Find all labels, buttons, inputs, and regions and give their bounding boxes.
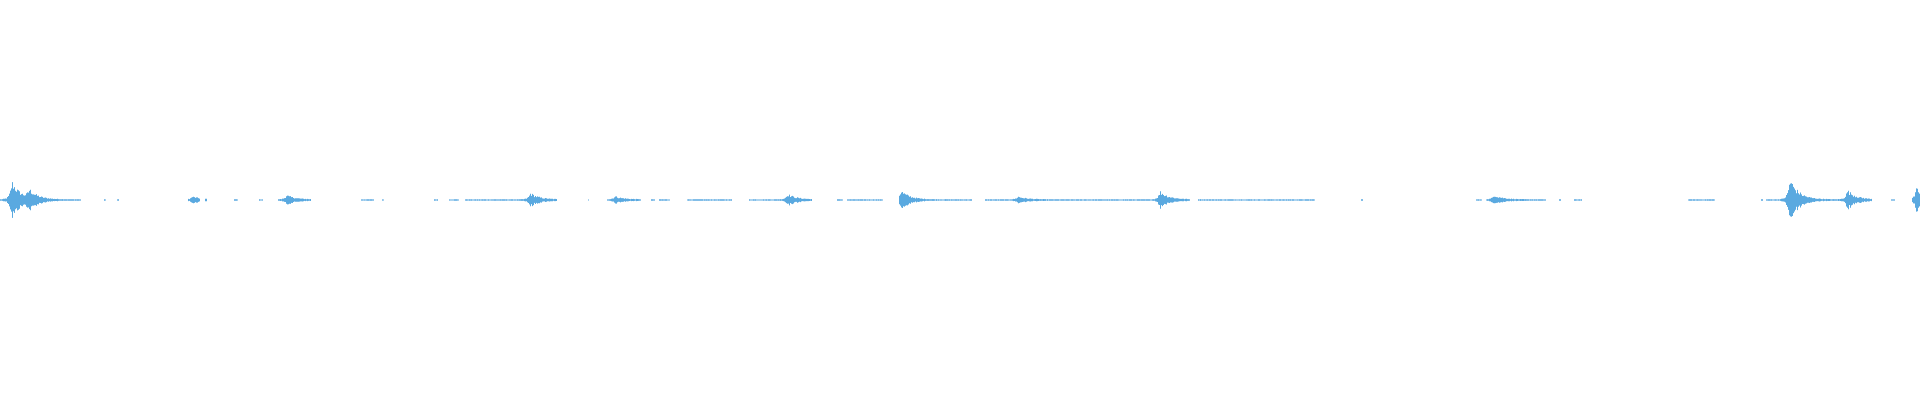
waveform-segment [607, 196, 641, 204]
waveform-segment [1761, 199, 1763, 201]
waveform-segment [899, 192, 972, 208]
waveform-segment [1891, 199, 1895, 201]
waveform-segment [651, 199, 655, 201]
waveform-segment [205, 198, 207, 202]
waveform-segment [659, 199, 670, 201]
waveform-segment [687, 199, 732, 201]
waveform-segment [1198, 199, 1315, 201]
waveform-segment [1688, 199, 1715, 201]
waveform-segment [1574, 199, 1582, 201]
waveform-segment [837, 199, 843, 201]
waveform-segment [1912, 188, 1920, 212]
waveform-segment [1766, 183, 1872, 217]
waveform-segment [188, 196, 200, 204]
waveform-segment [259, 199, 263, 201]
waveform-segment [847, 199, 883, 201]
waveform-segment [1361, 199, 1363, 201]
waveform-segment [278, 195, 311, 205]
waveform-segment [465, 193, 557, 207]
waveform-segment [1476, 199, 1482, 201]
waveform-segment [1559, 199, 1561, 201]
waveform-segment [749, 194, 812, 206]
waveform-segment [104, 199, 106, 201]
waveform-segment [361, 199, 374, 201]
waveform-bars [0, 182, 1920, 218]
waveform-segment [434, 199, 438, 201]
waveform-segment [0, 182, 81, 218]
waveform-segment [985, 191, 1190, 209]
waveform-segment [1486, 196, 1546, 204]
waveform-segment [382, 199, 384, 201]
waveform-segment [117, 199, 119, 201]
waveform-segment [234, 199, 238, 201]
waveform-segment [449, 199, 459, 201]
